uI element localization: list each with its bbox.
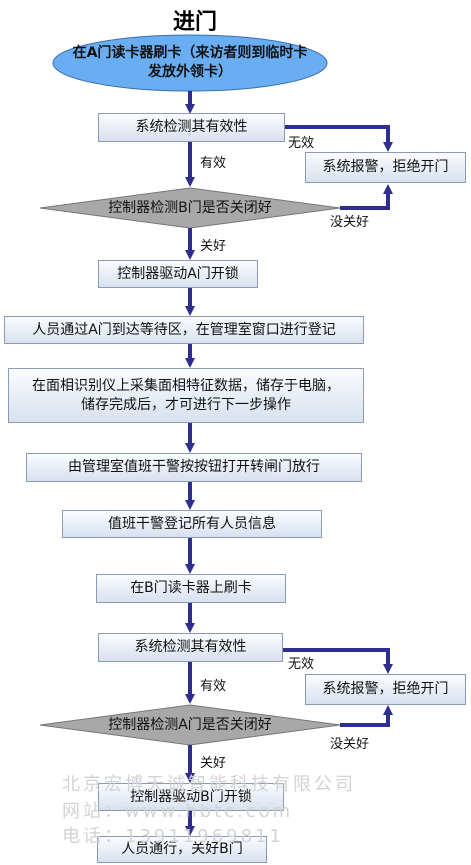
register-box: 值班干警登记所有人员信息 bbox=[62, 510, 322, 538]
watermark-company: 北京宏博天诚智能科技有限公司 bbox=[62, 774, 356, 795]
edge-label-not-closed-1: 没关好 bbox=[330, 215, 370, 230]
edge-label-valid-1: 有效 bbox=[200, 156, 227, 171]
decision-a-label: 控制器检测A门是否关闭好 bbox=[80, 713, 300, 737]
start-node: 在A门读卡器刷卡（来访者则到临时卡发放外领卡） bbox=[70, 40, 310, 86]
edge-label-closed-1: 关好 bbox=[200, 239, 227, 254]
release-box: 由管理室值班干警按按钮打开转闸门放行 bbox=[26, 453, 362, 482]
edge-label-invalid-2: 无效 bbox=[288, 657, 315, 672]
watermark-site: 网站：www.hbtc.com bbox=[62, 801, 294, 822]
edge-label-closed-2: 关好 bbox=[200, 756, 227, 771]
register-text: 值班干警登记所有人员信息 bbox=[108, 515, 276, 532]
pass-a-text: 人员通过A门到达等待区，在管理室窗口进行登记 bbox=[32, 321, 336, 338]
unlock-a-text: 控制器驱动A门开锁 bbox=[117, 265, 239, 282]
decision-b-label: 控制器检测B门是否关闭好 bbox=[80, 196, 300, 220]
alarm-2-text: 系统报警，拒绝开门 bbox=[322, 681, 449, 698]
swipe-b-text: 在B门读卡器上刷卡 bbox=[130, 580, 252, 597]
unlock-a-box: 控制器驱动A门开锁 bbox=[98, 260, 258, 288]
check-validity-1-text: 系统检测其有效性 bbox=[135, 119, 248, 136]
check-validity-2-box: 系统检测其有效性 bbox=[98, 633, 283, 662]
alarm-1-text: 系统报警，拒绝开门 bbox=[322, 159, 449, 176]
face-capture-box: 在面相识别仪上采集面相特征数据，储存于电脑，储存完成后，才可进行下一步操作 bbox=[8, 368, 364, 423]
decision-b-text: 控制器检测B门是否关闭好 bbox=[108, 199, 272, 216]
release-text: 由管理室值班干警按按钮打开转闸门放行 bbox=[68, 459, 320, 476]
pass-a-box: 人员通过A门到达等待区，在管理室窗口进行登记 bbox=[4, 316, 364, 344]
decision-a-text: 控制器检测A门是否关闭好 bbox=[108, 716, 272, 733]
edge-label-not-closed-2: 没关好 bbox=[330, 737, 370, 752]
alarm-1-box: 系统报警，拒绝开门 bbox=[305, 152, 466, 183]
swipe-b-box: 在B门读卡器上刷卡 bbox=[96, 574, 286, 603]
watermark-phone: 电话：13911969811 bbox=[62, 826, 284, 847]
alarm-2-box: 系统报警，拒绝开门 bbox=[305, 674, 466, 705]
edge-label-invalid-1: 无效 bbox=[288, 136, 315, 151]
start-node-text: 在A门读卡器刷卡（来访者则到临时卡发放外领卡） bbox=[72, 45, 308, 80]
edge-label-valid-2: 有效 bbox=[200, 679, 227, 694]
check-validity-1-box: 系统检测其有效性 bbox=[98, 113, 285, 142]
page-title: 进门 bbox=[172, 10, 217, 35]
face-capture-text: 在面相识别仪上采集面相特征数据，储存于电脑，储存完成后，才可进行下一步操作 bbox=[32, 377, 340, 413]
check-validity-2-text: 系统检测其有效性 bbox=[134, 639, 247, 656]
